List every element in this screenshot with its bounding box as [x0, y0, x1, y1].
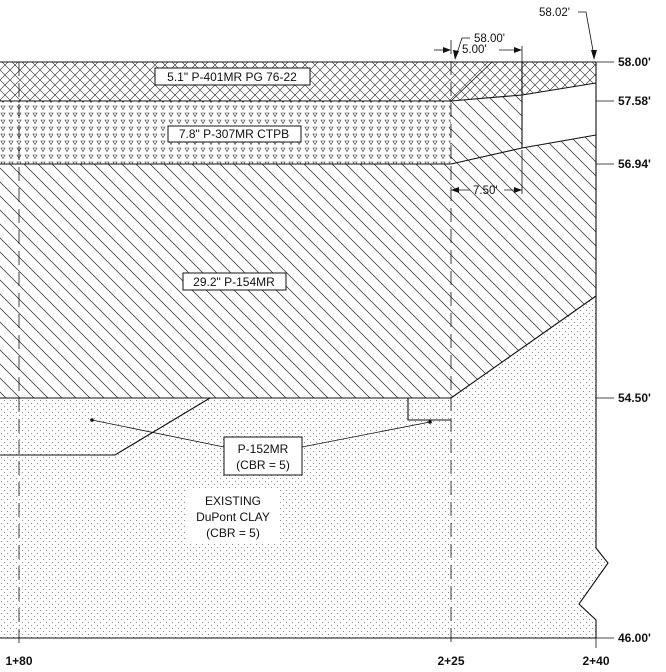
dim-shoulder-elev: 58.00'	[474, 33, 505, 45]
elevation-46-00: 46.00'	[618, 631, 651, 645]
offset-base-dimension: 7.50'	[451, 150, 523, 197]
existing-clay-fill	[0, 296, 608, 638]
dim-offset-top: 5.00'	[462, 44, 487, 56]
top-dimensions: 58.02' 58.00' 5.00'	[434, 7, 597, 62]
label-subbase: 29.2" P-154MR	[182, 272, 287, 291]
svg-text:5.1" P-401MR PG 76-22: 5.1" P-401MR PG 76-22	[167, 70, 297, 84]
elevation-54-50: 54.50'	[618, 391, 651, 405]
station-2-40: 2+40	[582, 654, 609, 668]
shoulder-wedge-fill	[451, 95, 522, 164]
elevation-markers: 58.00' 57.58' 56.94' 54.50' 46.00'	[596, 55, 651, 645]
dim-top-elev: 58.02'	[539, 7, 570, 19]
station-1-80: 1+80	[5, 654, 32, 668]
svg-text:7.8" P-307MR CTPB: 7.8" P-307MR CTPB	[179, 127, 289, 141]
elevation-56-94: 56.94'	[618, 157, 651, 171]
section-break-edge	[578, 62, 609, 638]
subgrade-outline	[0, 397, 211, 456]
svg-text:EXISTING: EXISTING	[205, 494, 261, 508]
label-hma-surface: 5.1" P-401MR PG 76-22	[154, 67, 311, 86]
svg-text:(CBR = 5): (CBR = 5)	[206, 526, 260, 540]
station-2-25: 2+25	[437, 654, 464, 668]
svg-text:29.2" P-154MR: 29.2" P-154MR	[193, 275, 275, 289]
subbase-fill	[0, 135, 596, 398]
svg-text:(CBR = 5): (CBR = 5)	[236, 458, 290, 472]
station-labels: 1+80 2+25 2+40	[5, 654, 609, 668]
dim-offset-base: 7.50'	[473, 185, 498, 197]
label-ctpb-base: 7.8" P-307MR CTPB	[167, 125, 302, 143]
svg-text:P-152MR: P-152MR	[238, 442, 289, 456]
svg-text:DuPont CLAY: DuPont CLAY	[196, 510, 270, 524]
subgrade-notch	[407, 398, 451, 421]
elevation-57-58: 57.58'	[618, 94, 651, 108]
label-subgrade-callout: P-152MR (CBR = 5)	[90, 418, 432, 476]
elevation-58-00: 58.00'	[618, 55, 651, 69]
label-existing-clay: EXISTING DuPont CLAY (CBR = 5)	[186, 490, 280, 542]
